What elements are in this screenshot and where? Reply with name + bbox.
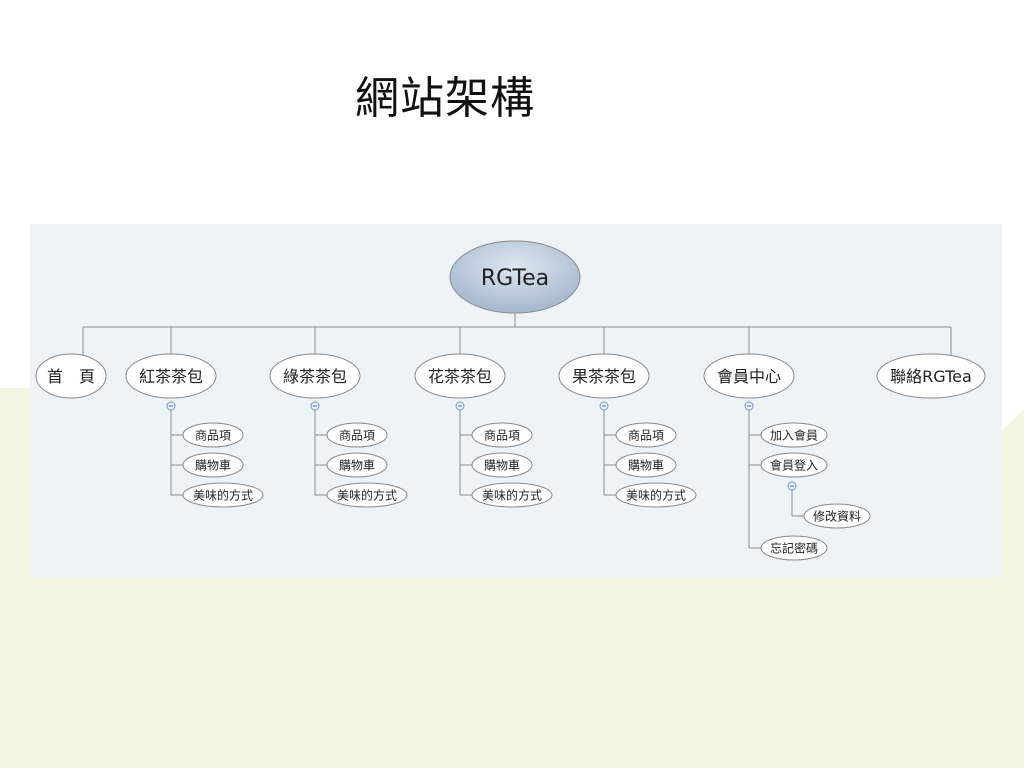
branch-4-child-0[interactable]: 商品項 [615,422,677,448]
branch-4-child-1-label: 購物車 [628,458,664,472]
branch-1-child-0[interactable]: 商品項 [182,422,244,448]
root-node[interactable]: RGTea [449,240,581,314]
branch-5-child-1-sub-0-label: 修改資料 [813,508,861,523]
branch-5-child-1[interactable]: 會員登入 [760,452,828,478]
branch-5-child-2[interactable]: 忘記密碼 [760,535,828,561]
branch-4-child-2-label: 美味的方式 [626,487,686,502]
branch-4-child-0-shape [615,422,677,448]
branch-node-5-label: 會員中心 [717,367,781,386]
branch-5-child-0[interactable]: 加入會員 [760,422,828,448]
branch-node-1[interactable]: 紅茶茶包 [125,353,217,399]
branch-1-child-1-label: 購物車 [195,458,231,472]
branch-5-child-1-label: 會員登入 [770,457,818,472]
branch-2-child-2[interactable]: 美味的方式 [326,482,408,508]
branch-2-collapse-icon[interactable] [310,401,320,411]
branch-3-child-2-label: 美味的方式 [482,487,542,502]
branch-2-child-1-shape [326,452,388,478]
branch-node-0[interactable]: 首 頁 [35,353,107,399]
branch-node-1-label: 紅茶茶包 [139,367,203,386]
branch-4-child-2-shape [615,482,697,508]
branch-4-child-0-label: 商品項 [628,427,664,442]
branch-4-child-1-shape [615,452,677,478]
branch-3-child-1-label: 購物車 [484,458,520,472]
branch-2-child-1-label: 購物車 [339,458,375,472]
branch-3-child-0-shape [471,422,533,448]
branch-2-child-1[interactable]: 購物車 [326,452,388,478]
branch-node-3-shape [414,353,506,399]
branch-5-child-2-shape [760,535,828,561]
root-node-label: RGTea [481,266,549,291]
branch-4-child-1[interactable]: 購物車 [615,452,677,478]
branch-node-0-shape [35,353,107,399]
branch-1-child-1[interactable]: 購物車 [182,452,244,478]
branch-node-6[interactable]: 聯絡RGTea [876,353,986,399]
branch-3-child-1[interactable]: 購物車 [471,452,533,478]
branch-1-child-2-label: 美味的方式 [193,487,253,502]
branch-1-child-0-shape [182,422,244,448]
branch-3-child-0-label: 商品項 [484,427,520,442]
branch-node-2[interactable]: 綠茶茶包 [269,353,361,399]
branch-3-child-2-shape [471,482,553,508]
branch-node-3-label: 花茶茶包 [428,367,492,386]
branch-node-4[interactable]: 果茶茶包 [558,353,650,399]
branch-node-1-shape [125,353,217,399]
branch-5-child-0-shape [760,422,828,448]
branch-node-2-label: 綠茶茶包 [283,367,347,386]
branch-3-child-1-shape [471,452,533,478]
branch-1-child-1-shape [182,452,244,478]
branch-node-6-shape [876,353,986,399]
branch-3-collapse-icon[interactable] [455,401,465,411]
branch-1-child-2[interactable]: 美味的方式 [182,482,264,508]
branch-2-child-2-label: 美味的方式 [337,487,397,502]
branch-5-child-1-sub-0-shape [803,503,871,529]
site-structure-panel: 首 頁 紅茶茶包商品項購物車美味的方式 綠茶茶包商品項購物車美味的方式 花茶茶包商品項… [30,224,1002,578]
branch-5-child-2-label: 忘記密碼 [770,540,818,555]
branch-5-child-1-shape [760,452,828,478]
branch-5-child-1-sub-0[interactable]: 修改資料 [803,503,871,529]
branch-1-child-2-shape [182,482,264,508]
branch-node-0-label: 首 頁 [47,367,95,386]
branch-5-child-1-collapse-icon[interactable] [787,481,797,491]
root-node-shape [449,240,581,314]
branch-5-child-0-label: 加入會員 [770,428,818,442]
branch-node-6-label: 聯絡RGTea [890,367,972,386]
branch-node-3[interactable]: 花茶茶包 [414,353,506,399]
branch-4-collapse-icon[interactable] [599,401,609,411]
branch-1-child-0-label: 商品項 [195,427,231,442]
branch-3-child-0[interactable]: 商品項 [471,422,533,448]
page-title: 網站架構 [355,73,535,124]
branch-5-collapse-icon[interactable] [744,401,754,411]
branch-node-4-label: 果茶茶包 [572,367,636,386]
branch-node-2-shape [269,353,361,399]
branch-2-child-2-shape [326,482,408,508]
branch-1-collapse-icon[interactable] [166,401,176,411]
branch-2-child-0[interactable]: 商品項 [326,422,388,448]
branch-2-child-0-shape [326,422,388,448]
branch-3-child-2[interactable]: 美味的方式 [471,482,553,508]
branch-2-child-0-label: 商品項 [339,427,375,442]
branch-node-5[interactable]: 會員中心 [703,353,795,399]
branch-node-4-shape [558,353,650,399]
branch-node-5-shape [703,353,795,399]
branch-4-child-2[interactable]: 美味的方式 [615,482,697,508]
